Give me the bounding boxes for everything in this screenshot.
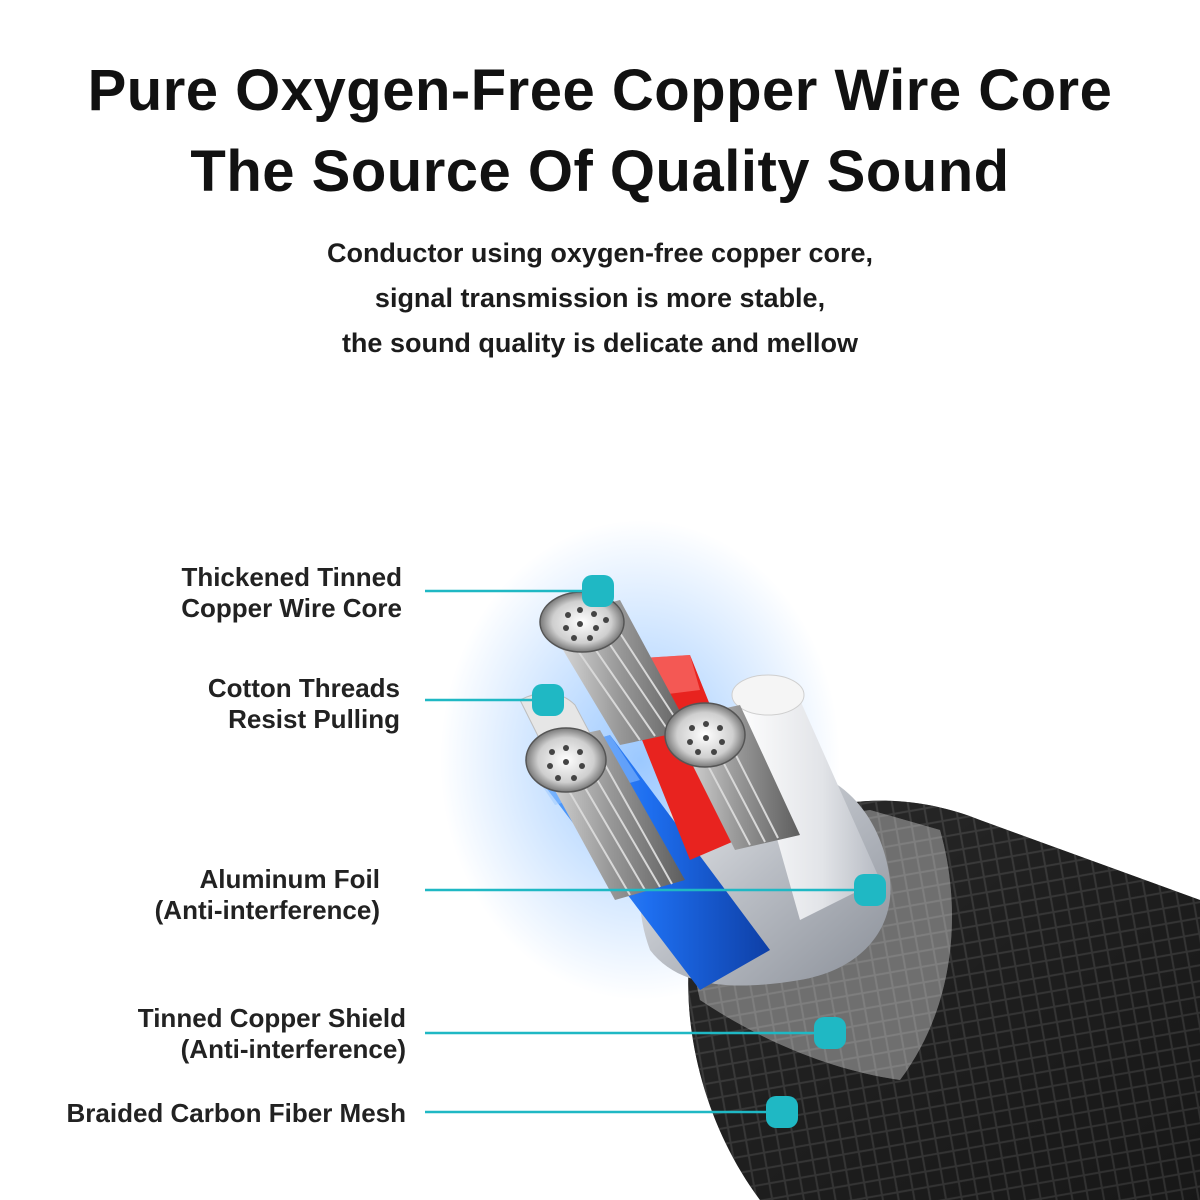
copper-core-red (664, 702, 800, 850)
marker-shield-dot (814, 1017, 846, 1049)
callout-label-line: Tinned Copper Shield (137, 1003, 406, 1033)
callout-label-line: Aluminum Foil (199, 864, 380, 894)
callout-label-line: Braided Carbon Fiber Mesh (66, 1098, 407, 1128)
subtitle-line-3: the sound quality is delicate and mellow (341, 328, 859, 358)
marker-threads-dot (532, 684, 564, 716)
callout-label-line: Copper Wire Core (181, 593, 402, 623)
callout-label-line: Cotton Threads (207, 673, 400, 703)
callout-markers (532, 575, 886, 1128)
callout-label-copper-shield: Tinned Copper Shield (Anti-interference) (138, 1003, 406, 1065)
marker-foil-dot (854, 874, 886, 906)
subtitle-line-2: signal transmission is more stable, (374, 283, 826, 313)
callout-label-braided-mesh: Braided Carbon Fiber Mesh (67, 1098, 407, 1129)
marker-core-dot (582, 575, 614, 607)
callout-label-line: (Anti-interference) (180, 1034, 406, 1064)
callout-lines (425, 589, 870, 1114)
copper-core-left (525, 727, 685, 900)
callout-label-aluminum-foil: Aluminum Foil (Anti-interference) (155, 864, 380, 926)
headline-line-1: Pure Oxygen-Free Copper Wire Core (87, 58, 1113, 123)
white-wire (731, 674, 880, 920)
marker-braid-dot (766, 1096, 798, 1128)
subtitle-line-1: Conductor using oxygen-free copper core, (326, 238, 874, 268)
callout-label-line: Resist Pulling (228, 704, 400, 734)
callout-label-line: Thickened Tinned (181, 562, 402, 592)
callout-label-copper-core: Thickened Tinned Copper Wire Core (181, 562, 402, 624)
callout-label-line: (Anti-interference) (154, 895, 380, 925)
headline-line-2: The Source Of Quality Sound (190, 139, 1010, 204)
callout-label-cotton-threads: Cotton Threads Resist Pulling (208, 673, 400, 735)
